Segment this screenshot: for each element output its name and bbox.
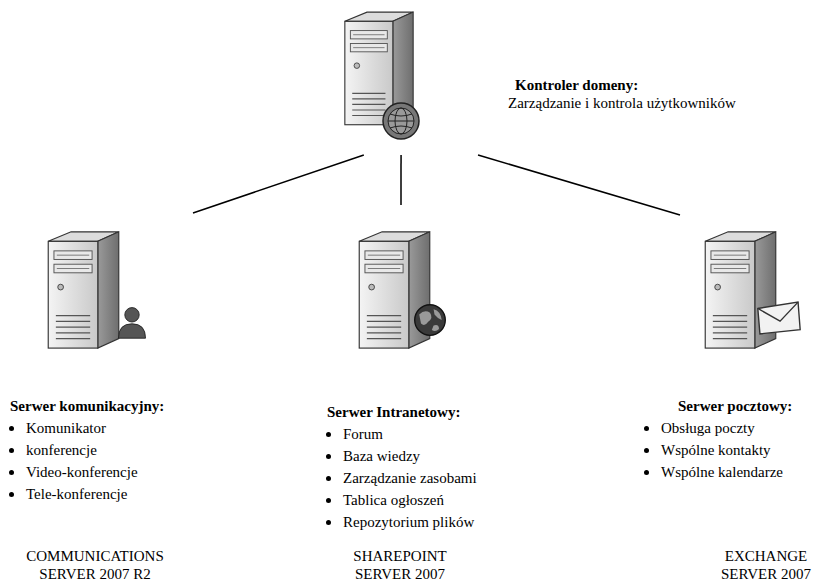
server-heading: Serwer Intranetowy: <box>327 403 460 421</box>
bullet-dot <box>9 492 14 497</box>
bullet-dot <box>644 426 649 431</box>
feature-item: konferencje <box>26 441 97 459</box>
product-name: EXCHANGE SERVER 2007 <box>710 547 822 583</box>
feature-item: Tablica ogłoszeń <box>343 491 444 509</box>
bullet-dot <box>644 448 649 453</box>
network-link <box>400 155 402 205</box>
server-node: Serwer Intranetowy:ForumBaza wiedzyZarzą… <box>350 205 450 350</box>
bullet-dot <box>644 470 649 475</box>
bullet-dot <box>326 476 331 481</box>
feature-item: Forum <box>343 425 383 443</box>
feature-item: Obsługa poczty <box>661 419 755 437</box>
feature-item: Wspólne kontakty <box>661 441 771 459</box>
feature-item: Zarządzanie zasobami <box>343 469 477 487</box>
server-node: Kontroler domeny:Zarządzanie i kontrola … <box>340 5 480 155</box>
server-heading: Kontroler domeny: <box>515 76 638 94</box>
server-heading: Serwer pocztowy: <box>678 397 792 415</box>
network-link <box>193 155 364 213</box>
server-node: Serwer pocztowy:Obsługa pocztyWspólne ko… <box>680 215 800 350</box>
bullet-dot <box>326 454 331 459</box>
bullet-dot <box>9 470 14 475</box>
server-heading: Serwer komunikacyjny: <box>10 397 164 415</box>
feature-item: Wspólne kalendarze <box>661 463 783 481</box>
feature-item: Komunikator <box>26 419 106 437</box>
network-link <box>478 155 680 215</box>
product-name: COMMUNICATIONS SERVER 2007 R2 <box>15 547 175 583</box>
server-description: Zarządzanie i kontrola użytkowników <box>508 94 736 112</box>
bullet-dot <box>9 426 14 431</box>
server-node: Serwer komunikacyjny:Komunikatorkonferen… <box>40 213 195 353</box>
bullet-dot <box>326 520 331 525</box>
feature-item: Video-konferencje <box>26 463 138 481</box>
feature-item: Baza wiedzy <box>343 447 420 465</box>
product-name: SHAREPOINT SERVER 2007 <box>340 547 460 583</box>
feature-item: Tele-konferencje <box>26 485 127 503</box>
bullet-dot <box>326 432 331 437</box>
feature-item: Repozytorium plików <box>343 513 474 531</box>
bullet-dot <box>326 498 331 503</box>
bullet-dot <box>9 448 14 453</box>
